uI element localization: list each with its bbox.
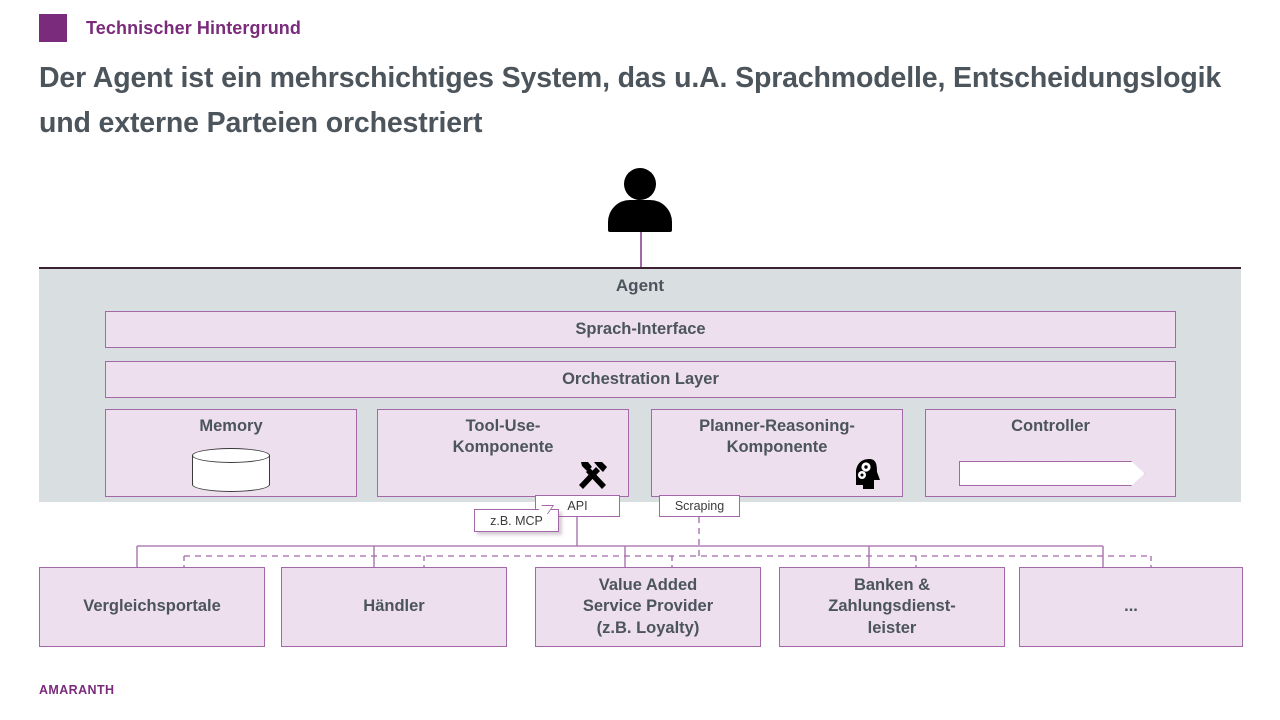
person-icon xyxy=(608,168,672,232)
component-label: Controller xyxy=(1011,417,1090,435)
hammer-tools-icon xyxy=(579,462,607,489)
cylinder-top xyxy=(192,448,270,463)
person-body xyxy=(608,200,672,232)
component-controller[interactable]: Controller xyxy=(925,409,1176,497)
callout-label: z.B. MCP xyxy=(490,513,543,528)
external-party-label: Vergleichsportale xyxy=(83,597,221,616)
page-title: Der Agent ist ein mehrschichtiges System… xyxy=(39,62,1222,140)
component-planner-reasoning[interactable]: Planner-Reasoning- Komponente xyxy=(651,409,903,497)
layer-label: Orchestration Layer xyxy=(562,370,719,388)
connector-tag-label: Scraping xyxy=(674,499,725,513)
agent-container: Agent Sprach-Interface Orchestration Lay… xyxy=(39,267,1241,502)
connector-tag-label: API xyxy=(567,499,588,513)
layer-orchestration[interactable]: Orchestration Layer xyxy=(105,361,1176,398)
component-row: Memory Tool-Use- Komponente xyxy=(105,409,1176,497)
external-party-box[interactable]: Value Added Service Provider (z.B. Loyal… xyxy=(535,567,761,647)
purple-square-icon xyxy=(39,14,67,42)
external-party-box[interactable]: Händler xyxy=(281,567,507,647)
external-party-label: ... xyxy=(1124,597,1138,616)
external-party-label: Händler xyxy=(363,597,425,616)
layer-label: Sprach-Interface xyxy=(575,320,706,338)
database-cylinder-icon xyxy=(192,448,270,492)
layer-sprach-interface[interactable]: Sprach-Interface xyxy=(105,311,1176,348)
component-label: Tool-Use- Komponente xyxy=(452,417,554,456)
process-chevrons-icon xyxy=(958,461,1145,486)
external-party-box[interactable]: Banken & Zahlungsdienst- leister xyxy=(779,567,1005,647)
external-party-label: Value Added Service Provider (z.B. Loyal… xyxy=(582,575,714,637)
external-party-label: Banken & Zahlungsdienst- leister xyxy=(828,575,956,637)
kicker-row: Technischer Hintergrund xyxy=(39,14,301,42)
user-agent-connector xyxy=(640,232,642,268)
kicker-label: Technischer Hintergrund xyxy=(86,17,301,38)
component-tool-use[interactable]: Tool-Use- Komponente xyxy=(377,409,629,497)
component-label: Memory xyxy=(199,417,263,435)
agent-title: Agent xyxy=(615,276,665,295)
person-head xyxy=(624,168,656,200)
component-label: Planner-Reasoning- Komponente xyxy=(699,417,855,456)
head-gears-icon xyxy=(856,459,880,489)
component-memory[interactable]: Memory xyxy=(105,409,357,497)
callout-mcp[interactable]: z.B. MCP xyxy=(474,509,559,532)
connector-tag-scraping[interactable]: Scraping xyxy=(659,495,740,517)
footer-brand: AMARANTH xyxy=(39,683,115,697)
external-party-box[interactable]: Vergleichsportale xyxy=(39,567,265,647)
external-party-box[interactable]: ... xyxy=(1019,567,1243,647)
